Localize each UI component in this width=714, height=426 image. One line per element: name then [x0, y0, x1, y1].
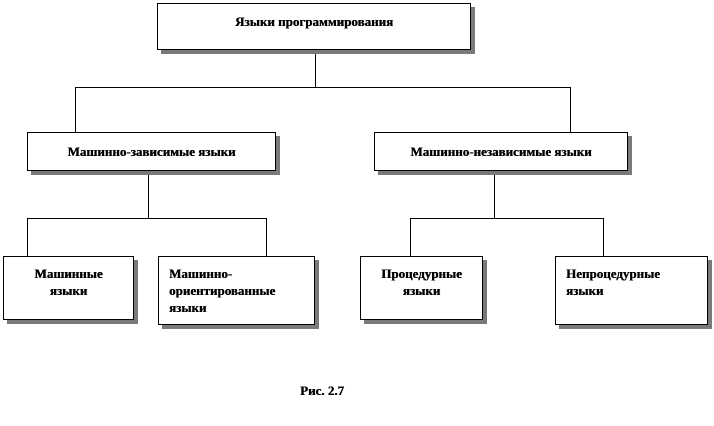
node-machine-independent: Машинно-независимые языки	[374, 132, 628, 171]
node-machine-independent-label: Машинно-независимые языки	[410, 144, 592, 159]
node-machine-languages-label: Машинные языки	[34, 266, 103, 298]
node-non-procedural-languages: Непроцедурные языки	[555, 256, 708, 325]
node-machine-oriented-languages: Машинно-ориентированные языки	[158, 256, 315, 325]
node-machine-languages: Машинные языки	[3, 256, 134, 320]
node-machine-oriented-languages-label: Машинно-ориентированные языки	[169, 266, 276, 315]
node-procedural-languages: Процедурные языки	[360, 256, 483, 320]
node-procedural-languages-label: Процедурные языки	[381, 266, 462, 298]
node-programming-languages-label: Языки программирования	[235, 14, 393, 29]
node-programming-languages: Языки программирования	[157, 3, 471, 50]
node-non-procedural-languages-label: Непроцедурные языки	[566, 266, 660, 298]
node-machine-dependent-label: Машинно-зависимые языки	[67, 144, 236, 159]
figure-caption: Рис. 2.7	[300, 383, 344, 398]
node-machine-dependent: Машинно-зависимые языки	[27, 132, 276, 171]
